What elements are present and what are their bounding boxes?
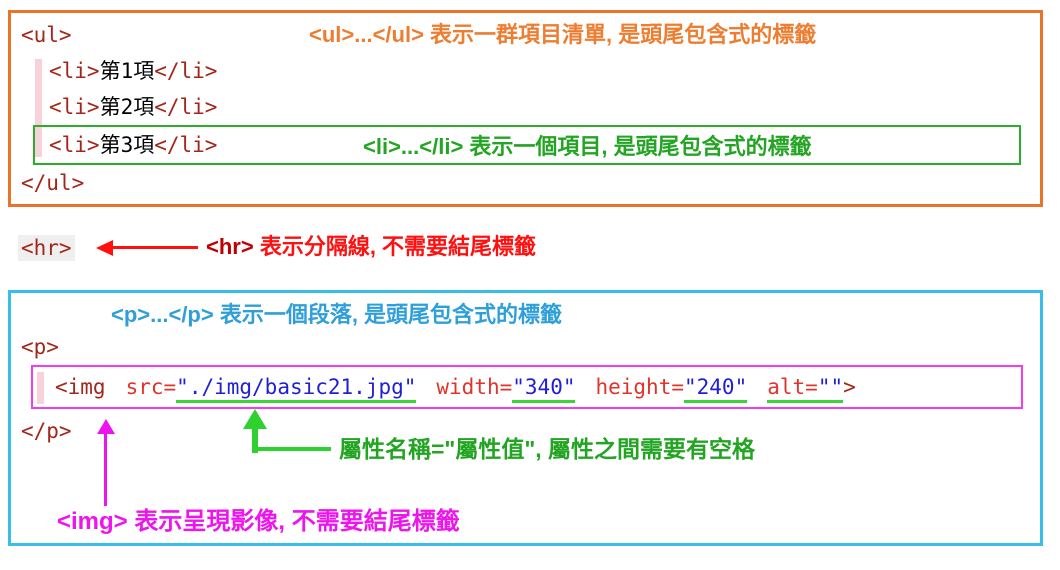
equals-sign: = xyxy=(805,375,818,399)
attr-name: width xyxy=(436,375,500,399)
li-text: 第3項 xyxy=(99,133,155,157)
height-value: "240" xyxy=(684,375,748,403)
code-line-li-2: <li>第2項</li> xyxy=(49,93,217,121)
li-close-tag: </li> xyxy=(154,95,218,119)
src-value: "./img/basic21.jpg" xyxy=(176,375,417,403)
li-close-tag: </li> xyxy=(154,59,218,83)
magenta-arrow-stem xyxy=(104,432,107,506)
p-annotation: <p>...</p> 表示一個段落, 是頭尾包含式的標籤 xyxy=(111,302,563,327)
green-arrow-stem xyxy=(252,427,258,453)
width-value: "340" xyxy=(512,375,576,403)
attr-name: src xyxy=(125,375,164,399)
img-open-tag: <img xyxy=(55,375,106,399)
li-close-tag: </li> xyxy=(154,133,218,157)
li-open-tag: <li> xyxy=(49,133,100,157)
attr-alt: alt="" xyxy=(767,375,844,403)
attr-height: height="240" xyxy=(595,375,748,403)
code-line-li-1: <li>第1項</li> xyxy=(49,57,217,85)
red-arrow-line xyxy=(110,246,198,249)
attr-src: src="./img/basic21.jpg" xyxy=(125,375,417,403)
magenta-arrow-head-icon xyxy=(97,419,115,434)
attr-name: height xyxy=(595,375,672,399)
hr-annotation-tag: <hr> xyxy=(206,234,254,259)
li-text: 第1項 xyxy=(99,59,155,83)
code-line-p-open: <p> xyxy=(21,333,59,361)
indent-guide xyxy=(35,59,42,157)
ul-code-box: <ul> <ul>...</ul> 表示一群項目清單, 是頭尾包含式的標籤 <l… xyxy=(8,10,1043,207)
equals-sign: = xyxy=(671,375,684,399)
attr-width: width="340" xyxy=(436,375,576,403)
hr-tag: <hr> xyxy=(18,235,75,261)
hr-annotation: <hr> 表示分隔線, 不需要結尾標籤 xyxy=(206,233,536,261)
p-close-tag: </p> xyxy=(21,419,72,443)
p-code-box: <p>...</p> 表示一個段落, 是頭尾包含式的標籤 <p> <img src… xyxy=(8,290,1043,546)
red-arrow-head-icon xyxy=(96,240,113,256)
li-annotation: <li>...</li> 表示一個項目, 是頭尾包含式的標籤 xyxy=(363,134,812,159)
attr-annotation: 屬性名稱="屬性值", 屬性之間需要有空格 xyxy=(339,436,756,462)
li-open-tag: <li> xyxy=(49,59,100,83)
equals-sign: = xyxy=(163,375,177,399)
code-line-p-close: </p> xyxy=(21,417,72,445)
ul-annotation: <ul>...</ul> 表示一群項目清單, 是頭尾包含式的標籤 xyxy=(309,22,817,47)
hr-annotation-text: 表示分隔線, 不需要結尾標籤 xyxy=(253,234,537,259)
img-close-bracket: > xyxy=(843,375,856,399)
attr-name: alt xyxy=(767,375,806,399)
img-annotation: <img> 表示呈現影像, 不需要結尾標籤 xyxy=(57,508,460,535)
ul-open-tag: <ul> xyxy=(21,23,72,47)
p-open-tag: <p> xyxy=(21,335,59,359)
equals-sign: = xyxy=(499,375,513,399)
code-line-ul-open: <ul> xyxy=(21,21,72,49)
li-callout-box: <li>第3項</li> <li>...</li> 表示一個項目, 是頭尾包含式… xyxy=(33,125,1021,165)
code-line-li-3: <li>第3項</li> xyxy=(49,131,217,159)
ul-close-tag: </ul> xyxy=(21,171,85,195)
indent-guide xyxy=(37,372,44,404)
li-open-tag: <li> xyxy=(49,95,100,119)
alt-value: "" xyxy=(817,375,844,399)
code-line-ul-close: </ul> xyxy=(21,169,84,197)
green-arrow-head-icon xyxy=(243,409,267,429)
li-text: 第2項 xyxy=(99,95,155,119)
green-arrow-connector xyxy=(255,447,331,451)
code-line-hr: <hr> xyxy=(18,234,75,262)
